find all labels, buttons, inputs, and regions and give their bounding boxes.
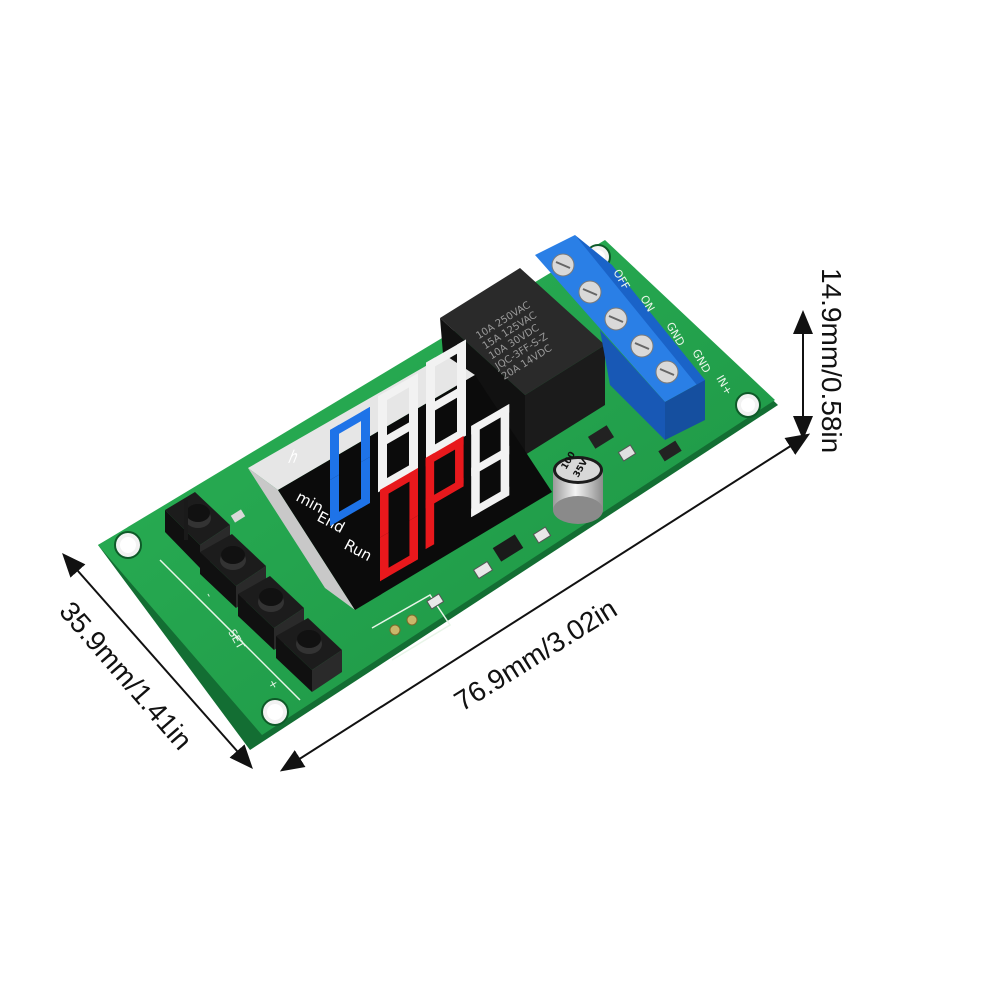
dimension-height: 14.9mm/0.58in <box>793 268 847 453</box>
capacitor: 100 35V <box>553 450 603 524</box>
terminal-screw <box>578 280 602 304</box>
mounting-hole <box>114 531 142 559</box>
terminal-screw <box>604 307 628 331</box>
dimension-length-label: 76.9mm/3.02in <box>449 593 623 717</box>
terminal-screw <box>551 253 575 277</box>
mounting-hole <box>261 698 289 726</box>
dimension-height-label: 14.9mm/0.58in <box>816 268 847 453</box>
terminal-screw <box>630 334 654 358</box>
mounting-hole <box>735 392 761 418</box>
terminal-screw <box>655 360 679 384</box>
terminal-block: OFF ON GND GND IN+ <box>535 235 735 440</box>
